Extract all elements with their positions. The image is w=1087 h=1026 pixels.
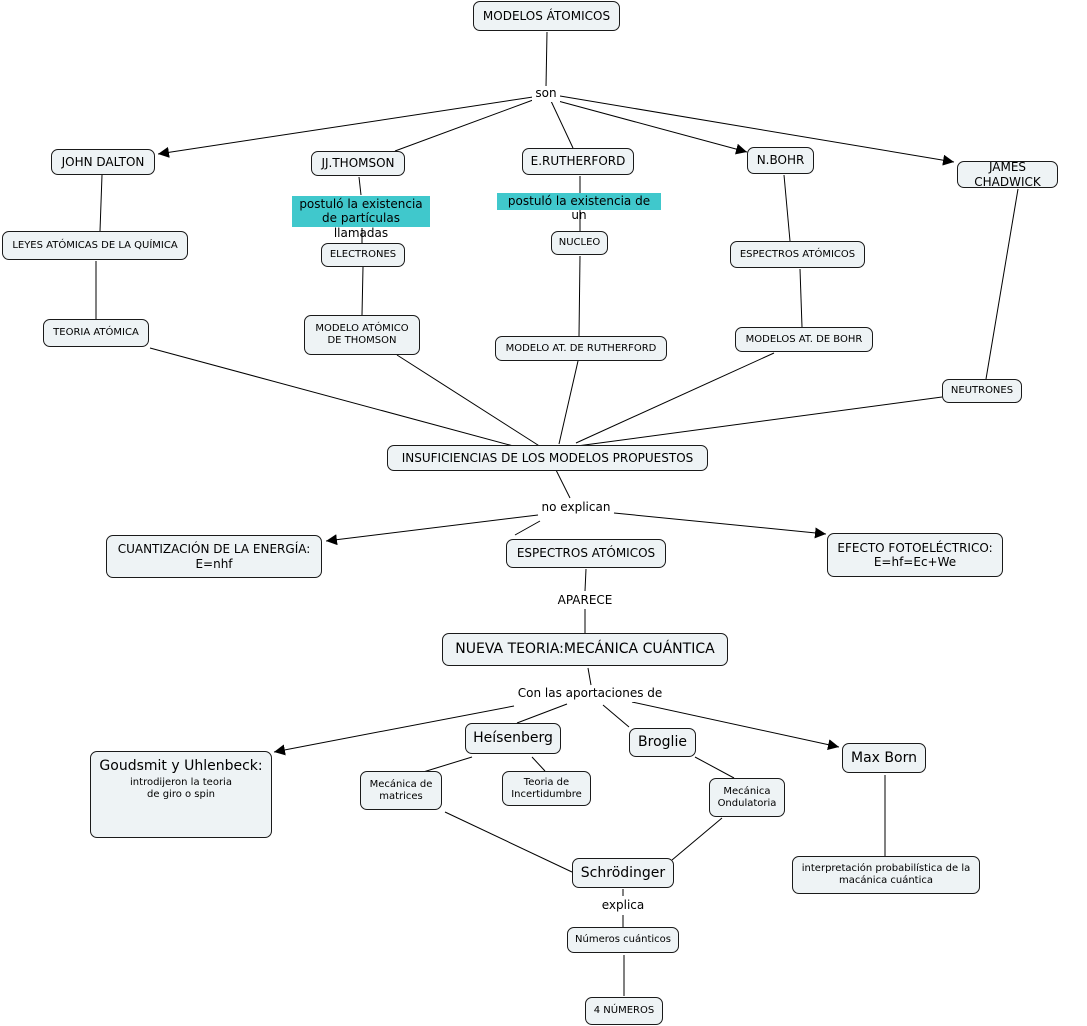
goudsmit-subtitle: introdijeron la teoria de giro o spin [130, 776, 232, 800]
node-mecanica-ondulatoria[interactable]: Mecánica Ondulatoria [709, 778, 785, 817]
node-mecanica-matrices[interactable]: Mecánica de matrices [360, 771, 442, 810]
node-nueva-teoria[interactable]: NUEVA TEORIA:MECÁNICA CUÁNTICA [442, 633, 728, 666]
node-interpretacion-probabilistica[interactable]: interpretación probabilística de la macá… [792, 856, 980, 894]
node-nucleo[interactable]: NUCLEO [551, 231, 608, 255]
goudsmit-title: Goudsmit y Uhlenbeck: [99, 758, 263, 774]
node-efecto-fotoelectrico[interactable]: EFECTO FOTOELÉCTRICO: E=hf=Ec+We [827, 533, 1003, 577]
node-broglie[interactable]: Broglie [629, 728, 696, 757]
node-espectros-atomicos[interactable]: ESPECTROS ATÓMICOS [506, 539, 666, 568]
label-postulo-un: postuló la existencia de un [497, 193, 661, 222]
node-cuantizacion-energia[interactable]: CUANTIZACIÓN DE LA ENERGÍA: E=nhf [106, 535, 322, 578]
node-espectros-atomicos-bohr[interactable]: ESPECTROS ATÓMICOS [730, 241, 865, 268]
node-electrones[interactable]: ELECTRONES [321, 243, 405, 267]
node-max-born[interactable]: Max Born [842, 743, 926, 773]
node-4-numeros[interactable]: 4 NÚMEROS [585, 997, 663, 1025]
node-insuficiencias[interactable]: INSUFICIENCIAS DE LOS MODELOS PROPUESTOS [387, 445, 708, 471]
label-postulo-particulas: postuló la existencia de partículas llam… [292, 196, 430, 240]
node-neutrones[interactable]: NEUTRONES [942, 379, 1022, 403]
node-teoria-atomica[interactable]: TEORIA ATÓMICA [43, 319, 149, 347]
node-heisenberg[interactable]: Heísenberg [465, 723, 561, 754]
node-modelo-rutherford[interactable]: MODELO AT. DE RUTHERFORD [495, 336, 667, 361]
node-james-chadwick[interactable]: JAMES CHADWICK [957, 160, 1058, 189]
node-modelos-bohr[interactable]: MODELOS AT. DE BOHR [735, 327, 873, 352]
node-modelos-atomicos[interactable]: MODELOS ÁTOMICOS [473, 1, 620, 31]
node-goudsmit-uhlenbeck[interactable]: Goudsmit y Uhlenbeck: introdijeron la te… [90, 751, 272, 838]
node-john-dalton[interactable]: JOHN DALTON [51, 149, 155, 175]
node-leyes-atomicas[interactable]: LEYES ATÓMICAS DE LA QUÍMICA [2, 231, 188, 260]
label-no-explican: no explican [539, 500, 613, 516]
node-numeros-cuanticos[interactable]: Números cuánticos [567, 927, 679, 953]
node-e-rutherford[interactable]: E.RUTHERFORD [522, 148, 634, 175]
label-aparece: APARECE [554, 593, 616, 609]
node-jj-thomson[interactable]: JJ.THOMSON [311, 151, 405, 176]
node-teoria-incertidumbre[interactable]: Teoria de Incertidumbre [502, 771, 591, 806]
label-con-aportaciones: Con las aportaciones de [514, 686, 666, 702]
node-modelo-thomson[interactable]: MODELO ATÓMICO DE THOMSON [304, 315, 420, 355]
node-n-bohr[interactable]: N.BOHR [747, 147, 814, 174]
label-son: son [532, 86, 560, 102]
label-explica: explica [598, 898, 648, 914]
node-schrodinger[interactable]: Schrödinger [572, 858, 674, 888]
